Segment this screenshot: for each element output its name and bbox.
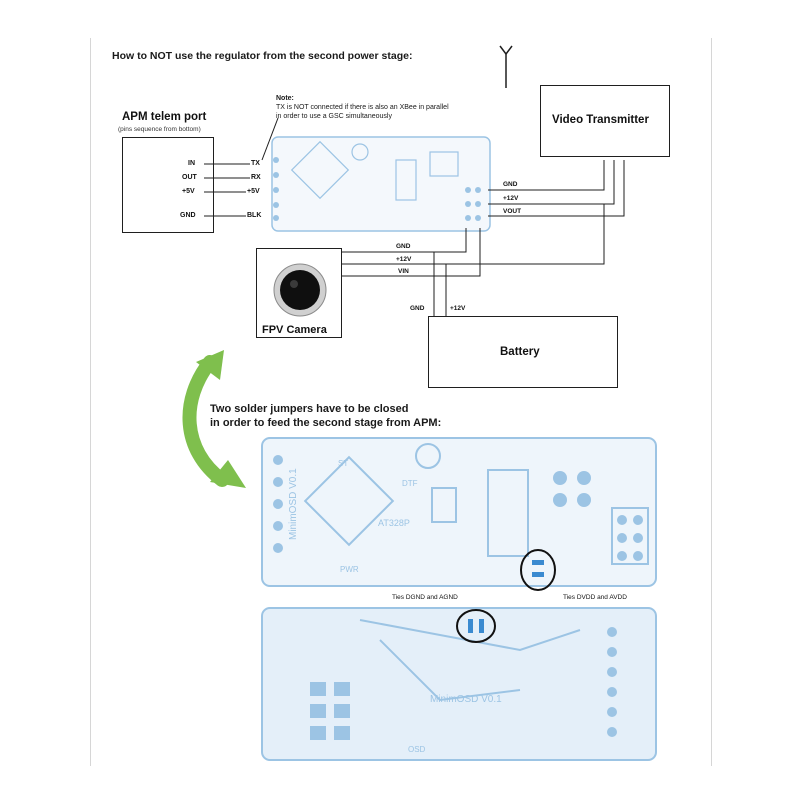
svg-text:OSD: OSD xyxy=(408,745,426,754)
osd-board-small xyxy=(271,136,491,232)
board-name-silk: MinimOSD V0.1 xyxy=(288,468,299,540)
apm-port-subtitle: (pins sequence from bottom) xyxy=(118,126,201,133)
note-heading: Note: xyxy=(276,95,294,102)
osd-pin-tx: TX xyxy=(251,160,260,167)
apm-pin-gnd: GND xyxy=(180,212,196,219)
antenna-icon xyxy=(499,45,513,88)
note-pointer xyxy=(261,117,279,161)
curved-double-arrow-icon xyxy=(182,350,246,488)
diagram-title: How to NOT use the regulator from the se… xyxy=(112,50,413,62)
camera-lens-icon xyxy=(273,263,327,317)
telemetry-wires xyxy=(204,163,250,217)
note-line-1: TX is NOT connected if there is also an … xyxy=(276,104,449,111)
jumper-instructions: Two solder jumpers have to be closed in … xyxy=(210,402,441,430)
video-transmitter-box xyxy=(540,85,670,157)
osd-pin-5v: +5V xyxy=(247,188,260,195)
battery-box xyxy=(428,316,618,388)
apm-pin-out: OUT xyxy=(182,174,197,181)
vtx-wires xyxy=(342,160,625,316)
video-transmitter-label: Video Transmitter xyxy=(552,114,649,126)
apm-pin-5v: +5V xyxy=(182,188,195,195)
jumper-line-1: Two solder jumpers have to be closed xyxy=(210,403,409,415)
board-chip-silk: AT328P xyxy=(378,518,410,528)
jumper-line-2: in order to feed the second stage from A… xyxy=(210,417,442,429)
vtx-pin-gnd: GND xyxy=(503,181,518,188)
vtx-pin-12v: +12V xyxy=(503,195,519,202)
note-line-2: in order to use a GSC simultaneously xyxy=(276,113,392,120)
svg-text:ST: ST xyxy=(338,459,348,468)
note-block: Note: TX is NOT connected if there is al… xyxy=(276,94,449,121)
camera-wire-gnd: GND xyxy=(396,243,411,250)
battery-wire-12v: +12V xyxy=(450,305,466,312)
svg-text:PWR: PWR xyxy=(340,565,359,574)
vtx-pin-vout: VOUT xyxy=(503,208,522,215)
camera-wire-vin: VIN xyxy=(398,268,409,275)
battery-wire-gnd: GND xyxy=(410,305,425,312)
osd-pin-rx: RX xyxy=(251,174,261,181)
camera-wire-12v: +12V xyxy=(396,256,412,263)
svg-text:DTF: DTF xyxy=(402,479,418,488)
osd-pin-blk: BLK xyxy=(247,212,262,219)
apm-pin-in: IN xyxy=(188,160,195,167)
battery-label: Battery xyxy=(500,346,540,358)
apm-port-title: APM telem port xyxy=(122,111,207,123)
fpv-camera-label: FPV Camera xyxy=(262,324,327,336)
apm-port-box xyxy=(122,137,214,233)
jumper-label-dvdd-avdd: Ties DVDD and AVDD xyxy=(563,594,627,601)
jumper-label-dgnd-agnd: Ties DGND and AGND xyxy=(392,594,458,601)
board-bottom-silk: MinimOSD V0.1 xyxy=(430,694,502,705)
